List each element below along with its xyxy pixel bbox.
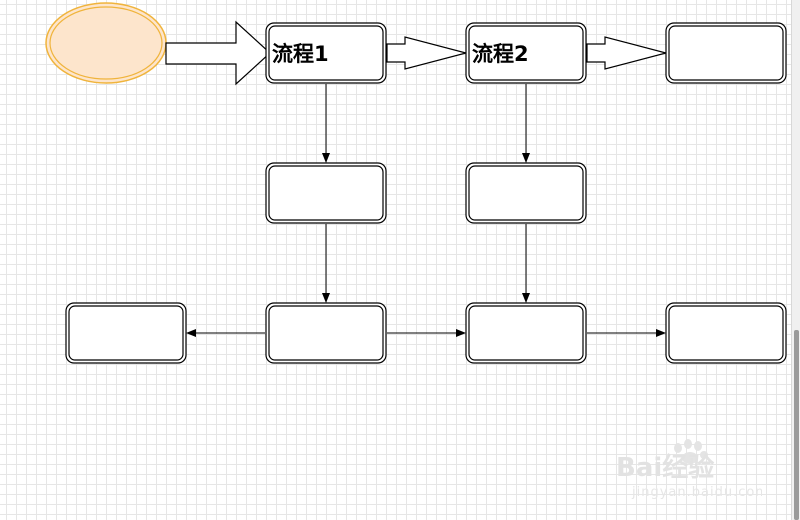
process-box-bottom-left[interactable] xyxy=(265,302,387,364)
watermark-url: jingyan.baidu.com xyxy=(631,485,762,500)
vertical-scrollbar[interactable] xyxy=(791,0,800,520)
process-box-top-right[interactable] xyxy=(665,22,787,84)
process-box-1[interactable]: 流程1 xyxy=(265,22,387,84)
block-arrow-process2-to-top-right[interactable] xyxy=(586,36,669,70)
process-box-2[interactable]: 流程2 xyxy=(465,22,587,84)
process-box-bottom-right[interactable] xyxy=(465,302,587,364)
process-2-label: 流程2 xyxy=(472,42,529,66)
process-box-bottom-far-right[interactable] xyxy=(665,302,787,364)
block-arrow-process1-to-process2[interactable] xyxy=(386,36,469,70)
process-box-bottom-far-left[interactable] xyxy=(65,302,187,364)
scrollbar-thumb[interactable] xyxy=(794,330,799,520)
start-ellipse[interactable] xyxy=(45,2,167,84)
watermark-brand: Bai经验 xyxy=(616,452,714,483)
process-1-label: 流程1 xyxy=(272,42,329,66)
paw-icon xyxy=(674,439,708,464)
block-arrow-start-to-process1[interactable] xyxy=(165,20,271,86)
process-box-mid-right[interactable] xyxy=(465,162,587,224)
baidu-jingyan-watermark: Bai经验 jingyan.baidu.com xyxy=(616,439,762,500)
process-box-mid-left[interactable] xyxy=(265,162,387,224)
